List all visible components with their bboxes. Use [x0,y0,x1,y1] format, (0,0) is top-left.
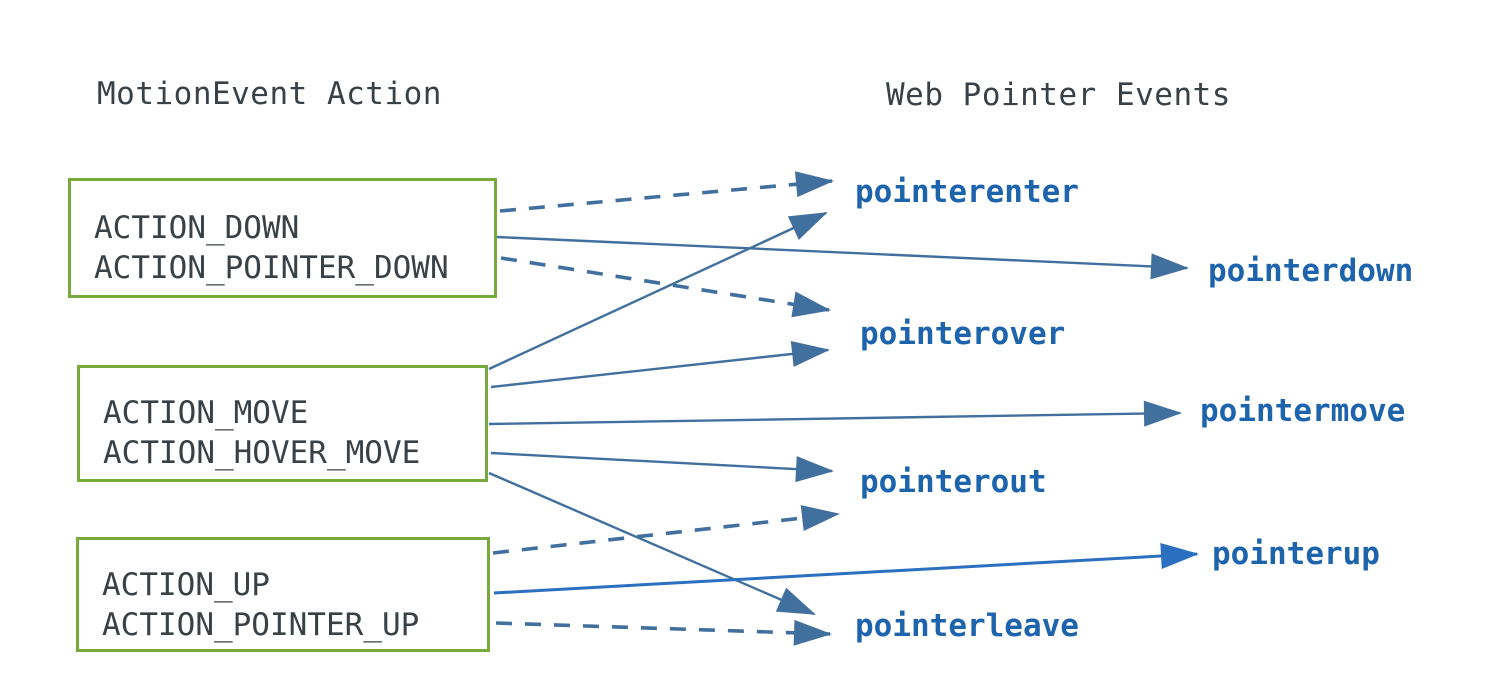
arrow-move-to-pointerenter [488,211,828,371]
event-label-pointerleave: pointerleave [855,608,1079,644]
column-header-motionevent-action: MotionEvent Action [97,76,442,112]
action-label-action-pointer-down: ACTION_POINTER_DOWN [94,250,449,286]
event-label-pointerover: pointerover [860,316,1066,352]
arrow-down-to-pointerdown [496,235,1189,280]
arrow-move-to-pointerover [490,341,830,389]
event-label-pointerup: pointerup [1212,536,1380,572]
action-box-down: ACTION_DOWN ACTION_POINTER_DOWN [68,178,497,298]
event-label-pointerenter: pointerenter [855,174,1079,210]
arrow-move-to-pointermove [488,400,1182,427]
arrow-up-to-pointerup [493,543,1199,595]
action-label-action-pointer-up: ACTION_POINTER_UP [102,607,420,643]
action-box-move: ACTION_MOVE ACTION_HOVER_MOVE [77,365,488,482]
event-label-pointermove: pointermove [1200,393,1406,429]
column-header-web-pointer-events: Web Pointer Events [886,77,1231,113]
action-label-action-hover-move: ACTION_HOVER_MOVE [103,435,421,471]
event-label-pointerdown: pointerdown [1208,253,1414,289]
arrow-up-to-pointerout [492,505,840,555]
arrow-down-to-pointerenter [499,171,834,213]
action-label-action-down: ACTION_DOWN [94,210,300,246]
action-box-up: ACTION_UP ACTION_POINTER_UP [76,537,490,652]
event-label-pointerout: pointerout [860,464,1047,500]
action-label-action-move: ACTION_MOVE [103,395,309,431]
action-label-action-up: ACTION_UP [102,567,270,603]
arrow-down-to-pointerover [500,256,831,318]
arrow-move-to-pointerout [490,451,834,483]
arrow-up-to-pointerleave [495,619,832,646]
arrow-move-to-pointerleave [488,471,816,616]
